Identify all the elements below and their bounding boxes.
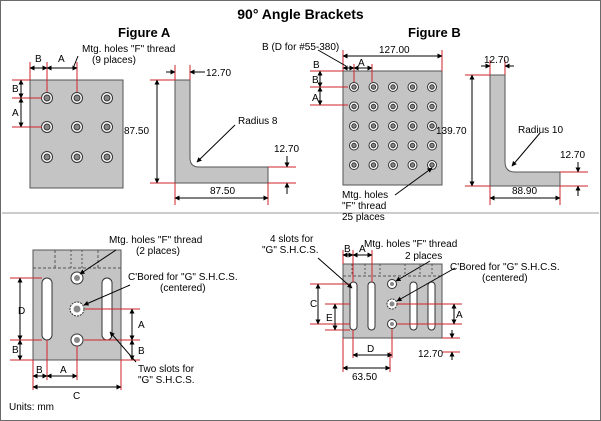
fig-b-hole-bore bbox=[409, 142, 416, 149]
fig-a-flange-thickness: 12.70 bbox=[274, 144, 299, 155]
fig-c-slots-1: Two slots for bbox=[138, 364, 195, 375]
fig-a-dim-a-left: A bbox=[12, 108, 19, 119]
fig-a-dim-b-top: B bbox=[35, 54, 42, 65]
fig-b-b-note: B (D for #55-380) bbox=[262, 42, 339, 53]
fig-d-thickness: 12.70 bbox=[418, 349, 443, 360]
fig-c-dim-d: D bbox=[18, 306, 25, 317]
fig-b-front-plate bbox=[310, 49, 443, 196]
fig-b-thickness: 12.70 bbox=[484, 55, 509, 66]
fig-d-dim-c: C bbox=[310, 299, 317, 310]
fig-d-slots-2: "G" S.H.C.S. bbox=[262, 245, 319, 256]
fig-b-hole-bore bbox=[429, 162, 435, 168]
fig-d-slots-1: 4 slots for bbox=[270, 234, 314, 245]
fig-b-hole-bore bbox=[429, 103, 435, 110]
units-note: Units: mm bbox=[9, 402, 54, 413]
diagram-title: 90° Angle Brackets bbox=[237, 6, 364, 22]
fig-b-side-profile bbox=[465, 60, 588, 205]
fig-b-hole-bore bbox=[351, 162, 357, 168]
fig-b-holes-note-2: "F" thread bbox=[342, 201, 386, 212]
fig-b-hole-bore bbox=[370, 103, 377, 110]
fig-b-dim-a-top: A bbox=[358, 58, 365, 69]
fig-b-hole-bore bbox=[390, 103, 396, 110]
fig-c-dim-b-bottom: B bbox=[36, 365, 43, 376]
figure-b-title: Figure B bbox=[408, 25, 461, 40]
fig-b-hole-bore bbox=[429, 84, 435, 90]
fig-d-dim-a-top: A bbox=[359, 244, 366, 255]
fig-a-length: 87.50 bbox=[210, 186, 235, 197]
fig-a-holes-note-2: (9 places) bbox=[92, 55, 136, 66]
fig-c-dim-c-bottom: C bbox=[73, 391, 80, 402]
fig-a-height: 87.50 bbox=[124, 126, 149, 137]
fig-b-hole-bore bbox=[370, 123, 377, 129]
fig-b-radius: Radius 10 bbox=[518, 125, 563, 136]
fig-c-dim-b-left: B bbox=[12, 345, 19, 356]
fig-b-hole-grid bbox=[349, 82, 437, 170]
fig-b-hole-bore bbox=[370, 162, 377, 168]
fig-c-dim-a-bottom: A bbox=[60, 365, 67, 376]
fig-d-cbore-2: (centered) bbox=[482, 273, 528, 284]
figure-a-title: Figure A bbox=[118, 25, 171, 40]
fig-b-hole-bore bbox=[390, 84, 396, 90]
fig-a-holes-note-1: Mtg. holes "F" thread bbox=[82, 44, 175, 55]
fig-b-hole-bore bbox=[370, 84, 377, 90]
fig-a-front-plate bbox=[12, 55, 124, 189]
fig-b-hole-bore bbox=[409, 84, 416, 90]
fig-b-hole-bore bbox=[390, 162, 396, 168]
fig-b-height: 139.70 bbox=[436, 126, 467, 137]
fig-c-dim-b-right: B bbox=[138, 346, 145, 357]
fig-d-holes-note-2: 2 places bbox=[405, 251, 442, 262]
fig-b-hole-bore bbox=[429, 142, 435, 149]
fig-c-slots-2: "G" S.H.C.S. bbox=[138, 375, 195, 386]
fig-a-thickness: 12.70 bbox=[206, 68, 231, 79]
fig-c-holes-note-2: (2 places) bbox=[136, 246, 180, 257]
fig-b-hole-bore bbox=[351, 142, 357, 149]
fig-c-dim-a: A bbox=[138, 320, 145, 331]
fig-c-cbore-2: (centered) bbox=[160, 283, 206, 294]
fig-b-hole-bore bbox=[351, 84, 357, 90]
fig-c-holes-note-1: Mtg. holes "F" thread bbox=[109, 235, 202, 246]
fig-b-hole-bore bbox=[351, 103, 357, 110]
fig-b-hole-bore bbox=[390, 123, 396, 129]
fig-b-holes-note-3: 25 places bbox=[342, 212, 385, 223]
fig-b-hole-bore bbox=[409, 162, 416, 168]
fig-b-hole-bore bbox=[409, 103, 416, 110]
fig-b-hole-bore bbox=[351, 123, 357, 129]
fig-d-holes-note-1: Mtg. holes "F" thread bbox=[364, 239, 457, 250]
fig-a-radius: Radius 8 bbox=[238, 116, 278, 127]
fig-a-side-profile bbox=[150, 65, 296, 205]
fig-b-length: 88.90 bbox=[512, 186, 537, 197]
fig-a-dim-a-top: A bbox=[58, 54, 65, 65]
fig-d-dim-b-top: B bbox=[344, 244, 351, 255]
fig-b-holes-note-1: Mtg. holes bbox=[342, 190, 388, 201]
fig-c-slotted-plate bbox=[10, 249, 140, 390]
fig-b-hole-bore bbox=[390, 142, 396, 149]
fig-b-hole-bore bbox=[370, 142, 377, 149]
fig-b-dim-a-left: A bbox=[312, 93, 319, 104]
fig-d-dim-d-bottom: D bbox=[367, 344, 374, 355]
fig-d-cbore-1: C'Bored for "G" S.H.C.S. bbox=[450, 262, 560, 273]
fig-c-cbore-1: C'Bored for "G" S.H.C.S. bbox=[128, 272, 238, 283]
fig-d-width: 63.50 bbox=[352, 372, 377, 383]
fig-d-dim-a-right: A bbox=[456, 310, 463, 321]
fig-b-hole-bore bbox=[409, 123, 416, 129]
fig-b-width: 127.00 bbox=[379, 45, 410, 56]
fig-b-flange-thickness: 12.70 bbox=[560, 150, 585, 161]
fig-b-hole-bore bbox=[429, 123, 435, 129]
fig-a-dim-b-left: B bbox=[12, 84, 19, 95]
fig-d-slotted-plate bbox=[310, 250, 462, 372]
fig-a-hole-grid bbox=[41, 92, 113, 163]
fig-b-dim-b-left: B bbox=[312, 75, 319, 86]
fig-b-dim-b-top: B bbox=[313, 60, 320, 71]
fig-d-dim-e: E bbox=[326, 313, 333, 324]
